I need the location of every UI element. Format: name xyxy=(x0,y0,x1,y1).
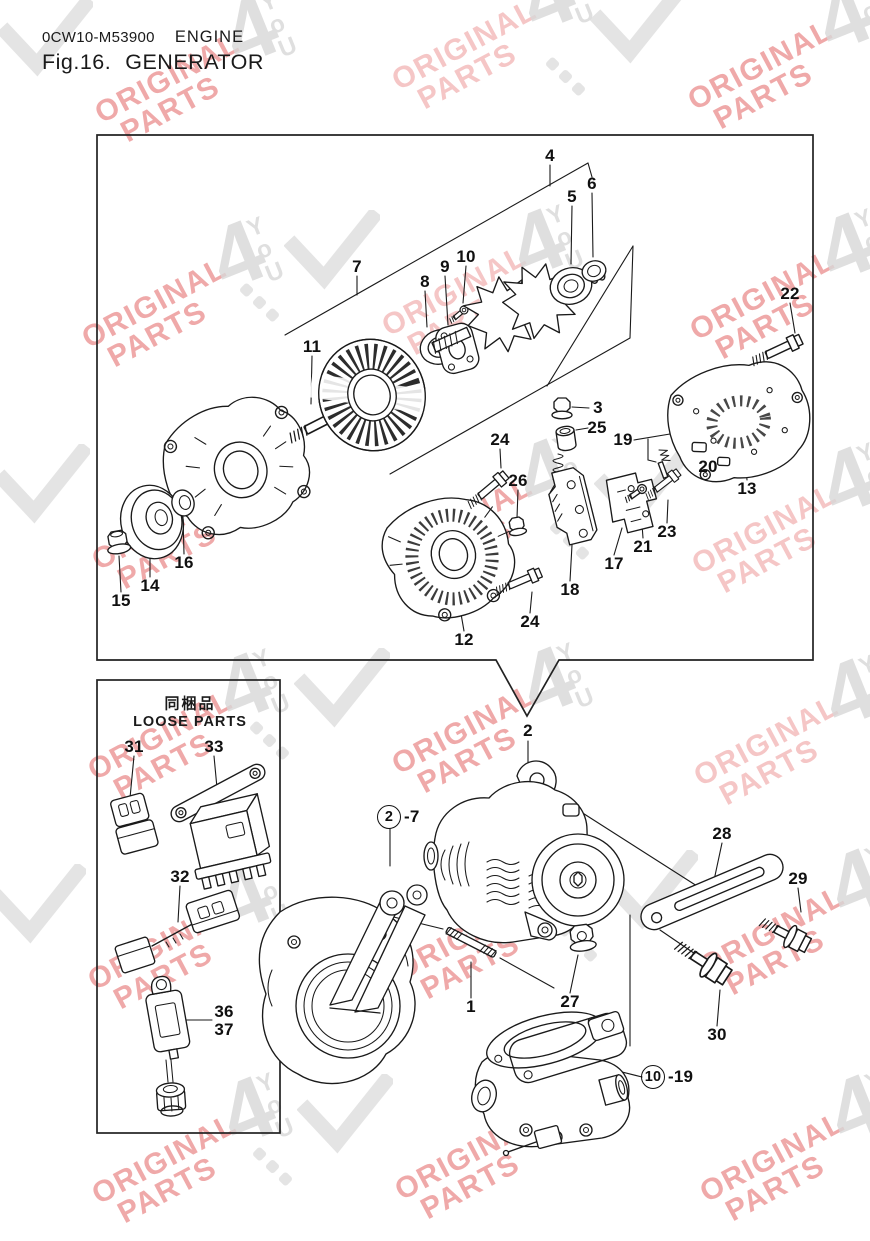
main-diagram-box xyxy=(96,134,814,718)
page-header: 0CW10-M53900 ENGINE Fig.16. GENERATOR xyxy=(42,28,264,75)
callout-8: 8 xyxy=(420,272,430,291)
figure-title: GENERATOR xyxy=(125,50,264,74)
callout-18: 18 xyxy=(560,580,580,599)
callout-2-7: 2-7 xyxy=(377,805,420,829)
pulley-nut-drawing xyxy=(107,529,132,555)
rectifier-drawing xyxy=(548,467,598,546)
group-boundary-lines xyxy=(284,162,634,475)
cap-25-drawing xyxy=(555,425,577,452)
callout-32: 32 xyxy=(170,867,190,886)
mount-bracket-drawing xyxy=(329,884,428,1014)
callout-13: 13 xyxy=(737,479,757,498)
callout-33: 33 xyxy=(204,737,224,756)
callout-27: 27 xyxy=(560,992,580,1011)
stud-drawing xyxy=(445,926,497,958)
callout-20: 20 xyxy=(698,457,718,476)
callout-19: 19 xyxy=(613,430,633,449)
callout-3: 3 xyxy=(593,398,603,417)
callout-36: 36 xyxy=(214,1002,234,1021)
brush-pin-drawing xyxy=(657,461,669,479)
loose-parts-label-jp: 同梱品 xyxy=(164,695,216,713)
callout-16: 16 xyxy=(174,553,194,572)
adjust-plate-drawing xyxy=(640,853,784,931)
document-section: ENGINE xyxy=(174,28,245,46)
callout-29: 29 xyxy=(788,869,808,888)
water-housing-drawing xyxy=(471,1010,631,1157)
callout-31: 31 xyxy=(124,737,144,756)
callout-22: 22 xyxy=(780,284,800,303)
bolt-29-drawing xyxy=(755,910,815,958)
callout-11: 11 xyxy=(302,337,322,356)
callout-10-19: 10-19 xyxy=(641,1065,693,1089)
callout-21: 21 xyxy=(633,537,653,556)
callout-25: 25 xyxy=(587,418,607,437)
brush-spring-drawing xyxy=(658,449,671,462)
callout-37: 37 xyxy=(214,1020,234,1039)
callout-6: 6 xyxy=(587,174,597,193)
callout-14: 14 xyxy=(140,576,160,595)
callout-2: 2 xyxy=(523,721,533,740)
callout-28: 28 xyxy=(712,824,732,843)
stator-drawing xyxy=(309,338,436,452)
callout-17: 17 xyxy=(604,554,624,573)
callout-9: 9 xyxy=(440,257,450,276)
callout-30: 30 xyxy=(707,1025,727,1044)
bolt-30-drawing xyxy=(669,932,736,990)
callout-12: 12 xyxy=(454,630,474,649)
ring-drawing xyxy=(581,260,607,282)
document-code: 0CW10-M53900 xyxy=(42,29,155,46)
callout-24: 24 xyxy=(490,430,510,449)
loose-parts-box xyxy=(96,679,281,1134)
callout-4: 4 xyxy=(545,146,555,165)
loose-connector-31-drawing xyxy=(110,792,159,855)
alternator-assembly-drawing xyxy=(423,760,625,944)
brush-holder-drawing xyxy=(605,472,658,534)
figure-number: Fig.16. xyxy=(42,50,112,74)
front-bracket-drawing xyxy=(162,396,311,540)
rear-frame-drawing xyxy=(381,497,516,622)
bearing-rear-drawing xyxy=(549,267,593,305)
callout-7: 7 xyxy=(352,257,362,276)
callout-23: 23 xyxy=(657,522,677,541)
callout-1: 1 xyxy=(466,997,476,1016)
loose-parts-label-en: LOOSE PARTS xyxy=(133,714,247,730)
callout-5: 5 xyxy=(567,187,577,206)
spacer-drawing xyxy=(171,489,195,517)
loose-sensor-36-drawing xyxy=(145,975,191,1117)
pulley-drawing xyxy=(119,484,185,560)
callout-26: 26 xyxy=(508,471,528,490)
callout-10: 10 xyxy=(456,247,476,266)
rear-cover-drawing xyxy=(667,361,811,483)
callout-24: 24 xyxy=(520,612,540,631)
loose-relay-33-drawing xyxy=(170,763,272,890)
loose-connector-32-drawing xyxy=(114,889,241,974)
nut-3-drawing xyxy=(551,397,573,420)
callout-15: 15 xyxy=(111,591,131,610)
nut-26-drawing xyxy=(508,516,528,537)
